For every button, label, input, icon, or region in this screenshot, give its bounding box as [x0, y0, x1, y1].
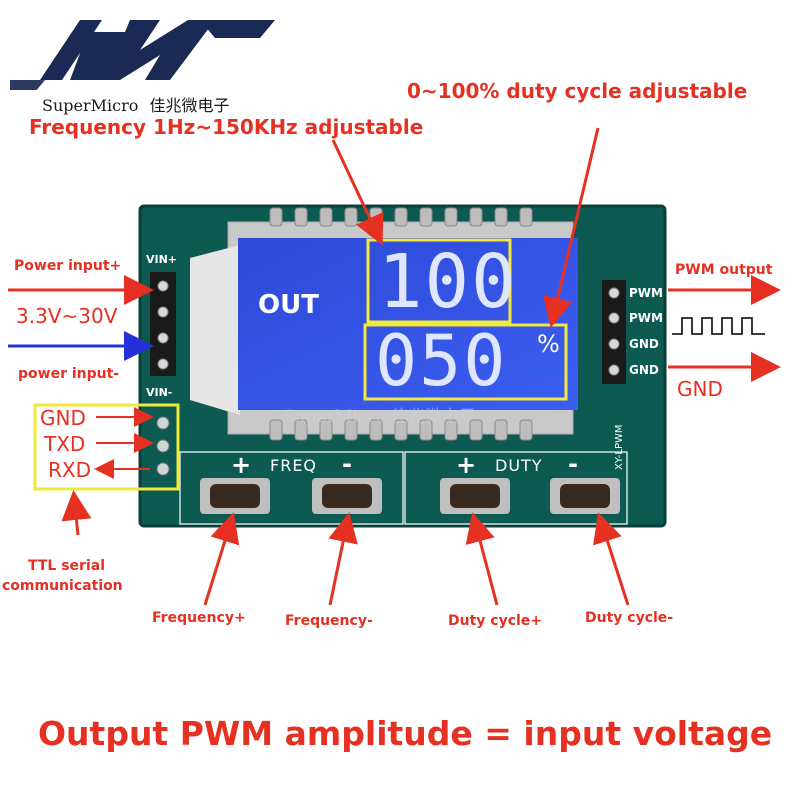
duty-highlight	[363, 323, 568, 401]
freq-plus-sign: +	[231, 451, 252, 479]
duty-cycle-minus-label: Duty cycle-	[585, 610, 674, 626]
communication-label: communication	[2, 578, 123, 594]
watermark: SuperMicro 佳兆微电子	[283, 407, 476, 427]
serial-gnd-label: GND	[40, 406, 86, 430]
voltage-range-label: 3.3V~30V	[16, 304, 118, 328]
right-gnd-label: GND	[677, 377, 723, 401]
vin-minus-label: VIN-	[146, 386, 173, 399]
lcd-out-label: OUT	[258, 290, 319, 320]
lcd-duty-digits: 050	[375, 320, 508, 402]
lcd-frequency-digits: 100	[378, 239, 518, 325]
lcd-percent-sign: %	[537, 330, 560, 358]
serial-rxd-label: RXD	[48, 458, 91, 482]
freq-minus-sign: -	[342, 450, 352, 478]
right-pin-4: GND	[629, 363, 659, 377]
bottom-headline: Output PWM amplitude = input voltage	[38, 714, 773, 753]
power-input-plus-label: Power input+	[14, 258, 122, 274]
pwm-output-label: PWM output	[675, 262, 773, 278]
duty-label: DUTY	[495, 456, 543, 475]
vin-plus-label: VIN+	[146, 253, 178, 266]
duty-headline: 0~100% duty cycle adjustable	[407, 79, 748, 103]
serial-txd-label: TXD	[44, 432, 86, 456]
frequency-highlight	[366, 238, 512, 324]
right-pin-2: PWM	[629, 311, 663, 325]
pwm-waveform-icon	[672, 317, 765, 335]
duty-plus-sign: +	[456, 451, 477, 479]
freq-label: FREQ	[270, 456, 318, 475]
duty-minus-sign: -	[568, 450, 578, 478]
logo-mark-icon	[10, 20, 275, 90]
frequency-headline: Frequency 1Hz~150KHz adjustable	[29, 115, 424, 139]
frequency-plus-label: Frequency+	[152, 610, 246, 626]
serial-highlight	[33, 403, 180, 491]
power-input-minus-label: power input-	[18, 366, 120, 382]
right-pin-3: GND	[629, 337, 659, 351]
frequency-minus-label: Frequency-	[285, 613, 373, 629]
duty-cycle-plus-label: Duty cycle+	[448, 613, 543, 629]
logo: SuperMicro 佳兆微电子	[10, 10, 280, 115]
ttl-serial-label: TTL serial	[28, 558, 105, 574]
board-model: XY-LPWM	[614, 424, 625, 471]
brand-name-cn: 佳兆微电子	[149, 96, 230, 115]
right-pin-1: PWM	[629, 286, 663, 300]
brand-name: SuperMicro	[42, 96, 139, 115]
